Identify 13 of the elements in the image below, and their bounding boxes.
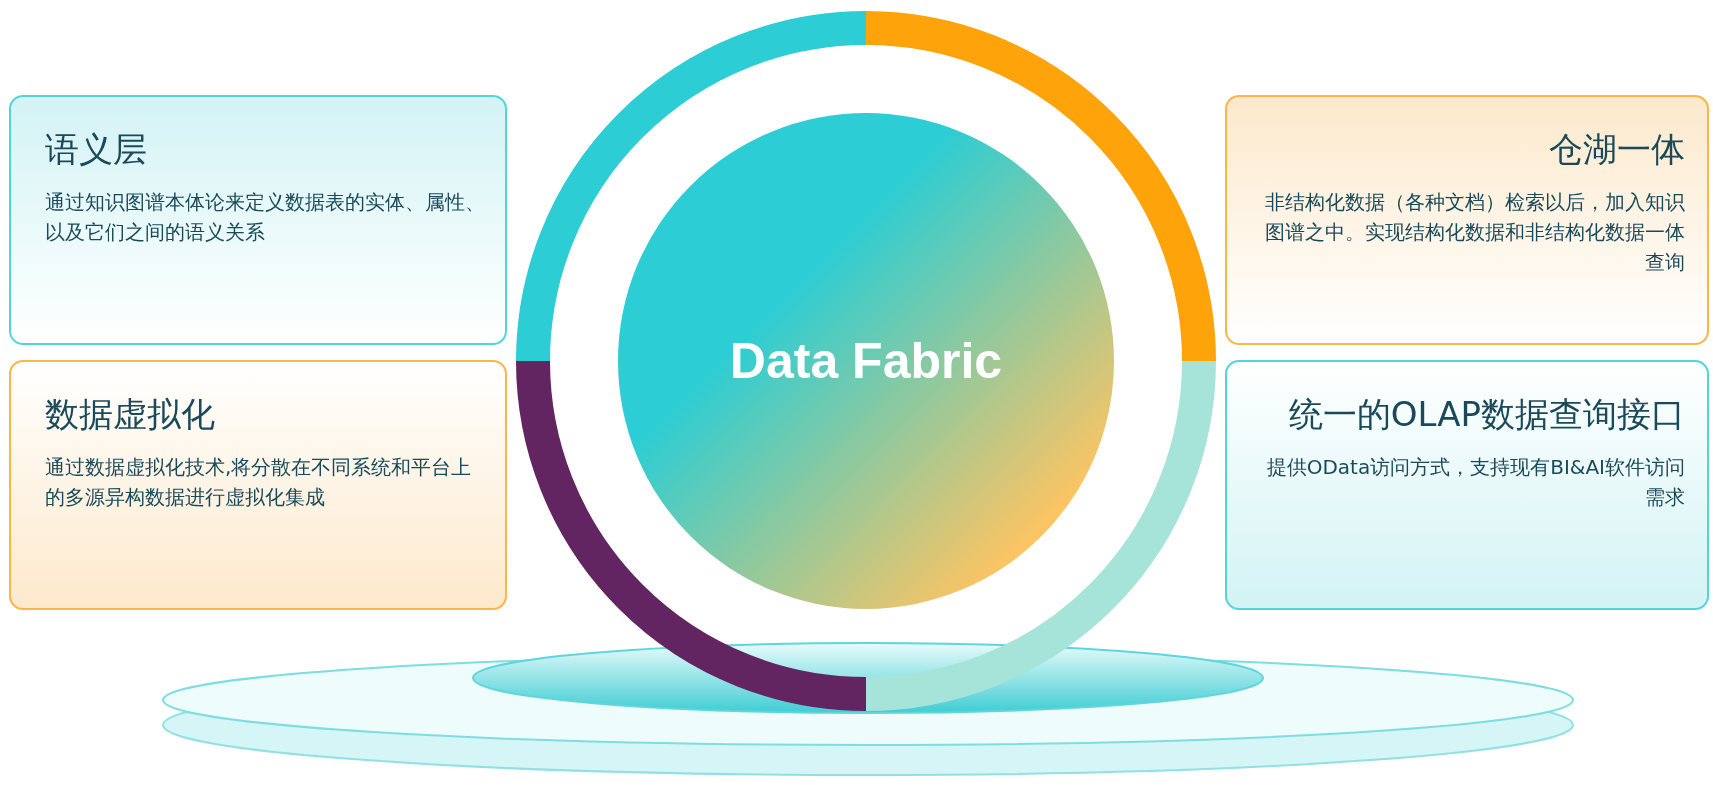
info-card bbox=[1225, 95, 1709, 345]
center-title: Data Fabric bbox=[729, 332, 1003, 390]
card-heading: 语义层 bbox=[45, 128, 147, 171]
card-description: 提供OData访问方式，支持现有BI&AI软件访问需求 bbox=[1265, 454, 1685, 511]
info-card bbox=[9, 95, 507, 345]
info-card bbox=[9, 360, 507, 610]
card-heading: 仓湖一体 bbox=[1549, 128, 1685, 171]
card-heading: 数据虚拟化 bbox=[45, 393, 215, 436]
info-card bbox=[1225, 360, 1709, 610]
card-description: 非结构化数据（各种文档）检索以后，加入知识图谱之中。实现结构化数据和非结构化数据一体查询 bbox=[1264, 189, 1685, 276]
card-heading: 统一的OLAP数据查询接口 bbox=[1288, 393, 1685, 436]
card-description: 通过数据虚拟化技术,将分散在不同系统和平台上的多源异构数据进行虚拟化集成 bbox=[45, 454, 473, 511]
card-description: 通过知识图谱本体论来定义数据表的实体、属性、以及它们之间的语义关系 bbox=[45, 189, 486, 246]
